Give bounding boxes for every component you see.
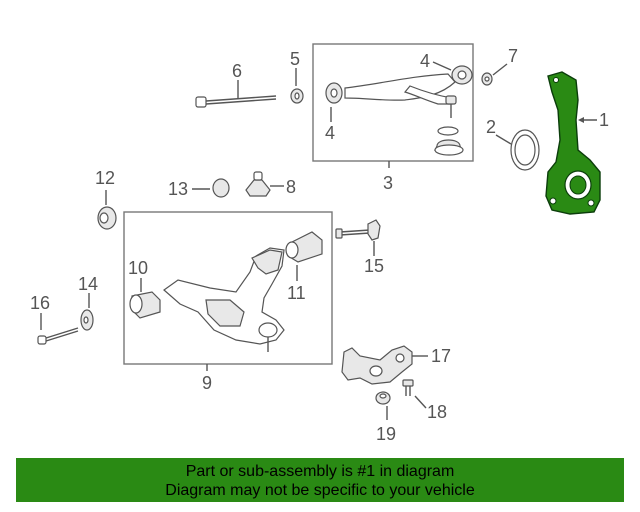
part-6-bolt[interactable]	[195, 95, 277, 108]
part-7-nut[interactable]	[481, 72, 493, 86]
part-10-bushing[interactable]	[129, 291, 161, 319]
callout-17: 17	[431, 346, 451, 366]
callout-3: 3	[383, 173, 393, 193]
upper-arm-group-box	[312, 43, 474, 162]
part-14-cam[interactable]	[80, 309, 94, 331]
part-9-lower-control-arm[interactable]	[163, 247, 285, 352]
part-8-bump-stop[interactable]	[245, 171, 271, 197]
leader-4b	[432, 61, 452, 71]
part-upper-ball-joint-boot[interactable]	[434, 126, 464, 156]
part-17-bracket[interactable]	[341, 345, 413, 385]
part-4-bushing-right[interactable]	[451, 65, 473, 85]
part-13-cap[interactable]	[212, 178, 230, 198]
callout-1: 1	[599, 110, 609, 130]
callout-13: 13	[168, 179, 188, 199]
leader-1-arrow	[578, 117, 584, 123]
callout-10: 10	[128, 258, 148, 278]
part-15-link[interactable]	[335, 219, 381, 241]
parts-diagram: 6 5 4 4 3 7 2	[30, 43, 609, 444]
part-16-bolt[interactable]	[37, 327, 79, 345]
callout-7: 7	[508, 46, 518, 66]
callout-4b: 4	[420, 51, 430, 71]
part-4-bushing-left[interactable]	[325, 82, 343, 104]
callout-18: 18	[427, 402, 447, 422]
fitment-notice-banner: Part or sub-assembly is #1 in diagram Di…	[16, 458, 624, 502]
part-11-bushing[interactable]	[285, 231, 323, 263]
callout-11: 11	[287, 283, 306, 303]
callout-6: 6	[232, 61, 242, 81]
callout-5: 5	[290, 49, 300, 69]
callout-9: 9	[202, 373, 212, 393]
part-2-seal-ring[interactable]	[510, 129, 540, 171]
part-upper-control-arm[interactable]	[344, 73, 457, 118]
part-5-washer[interactable]	[290, 88, 304, 104]
callout-16: 16	[30, 293, 50, 313]
callout-12: 12	[95, 168, 115, 188]
callout-2: 2	[486, 117, 496, 137]
part-19-nut[interactable]	[375, 391, 391, 405]
part-12-bushing[interactable]	[97, 206, 117, 230]
callout-14: 14	[78, 274, 98, 294]
lower-arm-group-box	[123, 211, 333, 365]
callout-4a: 4	[325, 123, 335, 143]
part-1-steering-knuckle[interactable]	[545, 71, 601, 215]
banner-line-1: Part or sub-assembly is #1 in diagram	[185, 463, 455, 480]
banner-line-2: Diagram may not be specific to your vehi…	[165, 482, 475, 499]
part-18-bolt[interactable]	[402, 379, 414, 396]
callout-8: 8	[286, 177, 296, 197]
leader-7	[492, 63, 508, 76]
leader-18	[414, 395, 427, 409]
callout-19: 19	[376, 424, 396, 444]
callout-15: 15	[364, 256, 384, 276]
leader-2	[495, 134, 512, 145]
